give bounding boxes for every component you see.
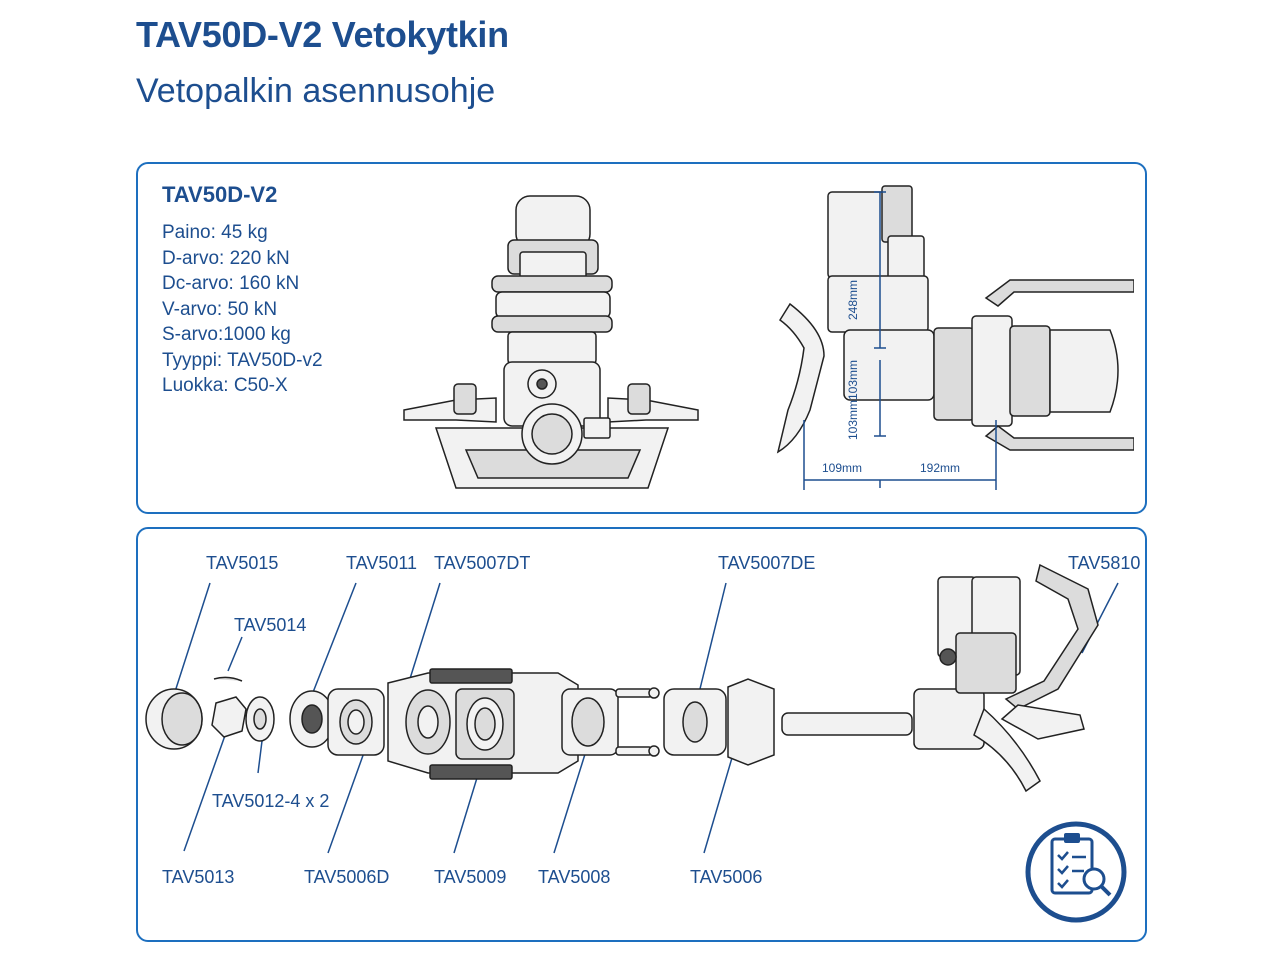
front-view-drawing	[403, 195, 699, 489]
dim-248: 248mm	[846, 280, 860, 320]
part-label-tav5007de: TAV5007DE	[718, 553, 815, 573]
part-label-tav5009: TAV5009	[434, 867, 506, 887]
part-label-tav5013: TAV5013	[162, 867, 234, 887]
parts-panel: TAV5015 TAV5011 TAV5007DT TAV5007DE TAV5…	[136, 527, 1147, 942]
spec-list: Paino: 45 kg D-arvo: 220 kN Dc-arvo: 160…	[162, 220, 323, 399]
checklist-inspection-icon	[1025, 821, 1127, 923]
spec-d-value: D-arvo: 220 kN	[162, 247, 290, 269]
part-label-tav5015: TAV5015	[206, 553, 278, 573]
part-label-tav5006d: TAV5006D	[304, 867, 389, 887]
spec-model-title: TAV50D-V2	[162, 182, 278, 207]
exploded-view-drawing: TAV5015 TAV5011 TAV5007DT TAV5007DE TAV5…	[145, 553, 1140, 923]
part-label-tav5014: TAV5014	[234, 615, 306, 635]
spec-type: Tyyppi: TAV50D-v2	[162, 349, 323, 371]
dim-192: 192mm	[920, 461, 960, 475]
spec-v-value: V-arvo: 50 kN	[162, 298, 278, 320]
page-title: TAV50D-V2 Vetokytkin	[136, 14, 509, 55]
spec-s-value: S-arvo:1000 kg	[162, 324, 291, 345]
side-view-drawing: 248mm 103mm 103mm 109mm 192mm	[776, 185, 1134, 490]
part-label-tav5008: TAV5008	[538, 867, 610, 887]
spec-weight: Paino: 45 kg	[162, 222, 268, 243]
dim-103-upper: 103mm	[846, 360, 860, 400]
part-label-tav5006: TAV5006	[690, 867, 762, 887]
spec-class: Luokka: C50-X	[162, 375, 288, 396]
part-label-tav5007dt: TAV5007DT	[434, 553, 530, 573]
specs-panel: TAV50D-V2 Paino: 45 kg D-arvo: 220 kN Dc…	[136, 162, 1147, 514]
page-subtitle: Vetopalkin asennusohje	[136, 72, 496, 110]
dim-109: 109mm	[822, 461, 862, 475]
dim-103-lower: 103mm	[846, 400, 860, 440]
part-label-tav5810: TAV5810	[1068, 553, 1140, 573]
part-label-tav5012: TAV5012-4 x 2	[212, 791, 329, 811]
part-label-tav5011: TAV5011	[346, 553, 417, 573]
spec-dc-value: Dc-arvo: 160 kN	[162, 273, 300, 294]
